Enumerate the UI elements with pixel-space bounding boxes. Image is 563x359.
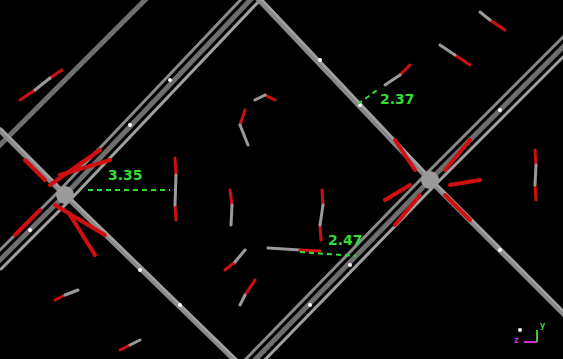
distance-label: 2.37: [380, 92, 415, 106]
axis-label: y: [540, 322, 545, 330]
distance-label: 2.47: [328, 233, 363, 247]
axis-triad: [524, 330, 537, 342]
metal-oxygen-cluster: [15, 140, 480, 255]
axis-label: z: [514, 337, 519, 345]
contact-distance: [88, 88, 380, 256]
distance-label: 3.35: [108, 168, 143, 182]
guest-molecules: [20, 12, 536, 350]
